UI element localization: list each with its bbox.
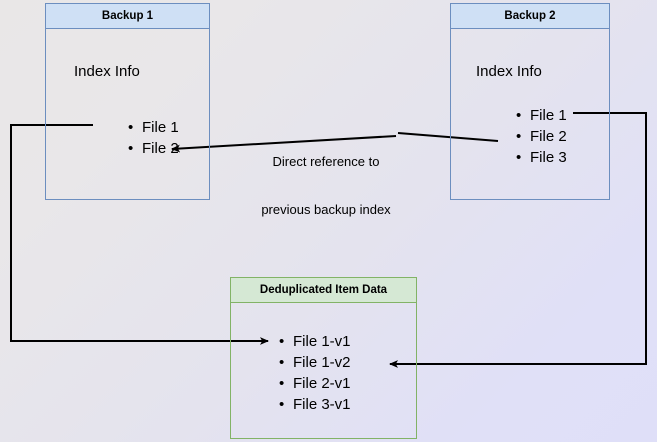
node-backup-1-header: Backup 1 (46, 4, 209, 29)
deduplicated-file-list: File 1-v1 File 1-v2 File 2-v1 File 3-v1 (277, 331, 350, 415)
list-item: File 1-v1 (279, 331, 350, 352)
node-deduplicated-body: File 1-v1 File 1-v2 File 2-v1 File 3-v1 (231, 303, 416, 438)
node-backup-2-body: Index Info File 1 File 2 File 3 (451, 29, 609, 199)
list-item: File 2-v1 (279, 373, 350, 394)
edge-label-line-1: Direct reference to (272, 154, 380, 169)
edge-label-line-2: previous backup index (261, 202, 391, 217)
backup-1-file-list: File 1 File 2 (126, 117, 179, 159)
list-item: File 1-v2 (279, 352, 350, 373)
node-backup-1-body: Index Info File 1 File 2 (46, 29, 209, 199)
list-item: File 3-v1 (279, 394, 350, 415)
list-item: File 2 (516, 126, 567, 147)
node-backup-2-header: Backup 2 (451, 4, 609, 29)
backup-2-index-info-label: Index Info (476, 63, 542, 80)
node-deduplicated-item-data[interactable]: Deduplicated Item Data File 1-v1 File 1-… (230, 277, 417, 439)
node-deduplicated-header: Deduplicated Item Data (231, 278, 416, 303)
backup-1-index-info-label: Index Info (74, 63, 140, 80)
node-backup-1[interactable]: Backup 1 Index Info File 1 File 2 (45, 3, 210, 200)
list-item: File 1 (516, 105, 567, 126)
edge-label-direct-reference: Direct reference to previous backup inde… (246, 122, 406, 250)
node-backup-2[interactable]: Backup 2 Index Info File 1 File 2 File 3 (450, 3, 610, 200)
backup-2-file-list: File 1 File 2 File 3 (514, 105, 567, 168)
list-item: File 1 (128, 117, 179, 138)
list-item: File 3 (516, 147, 567, 168)
list-item: File 2 (128, 138, 179, 159)
